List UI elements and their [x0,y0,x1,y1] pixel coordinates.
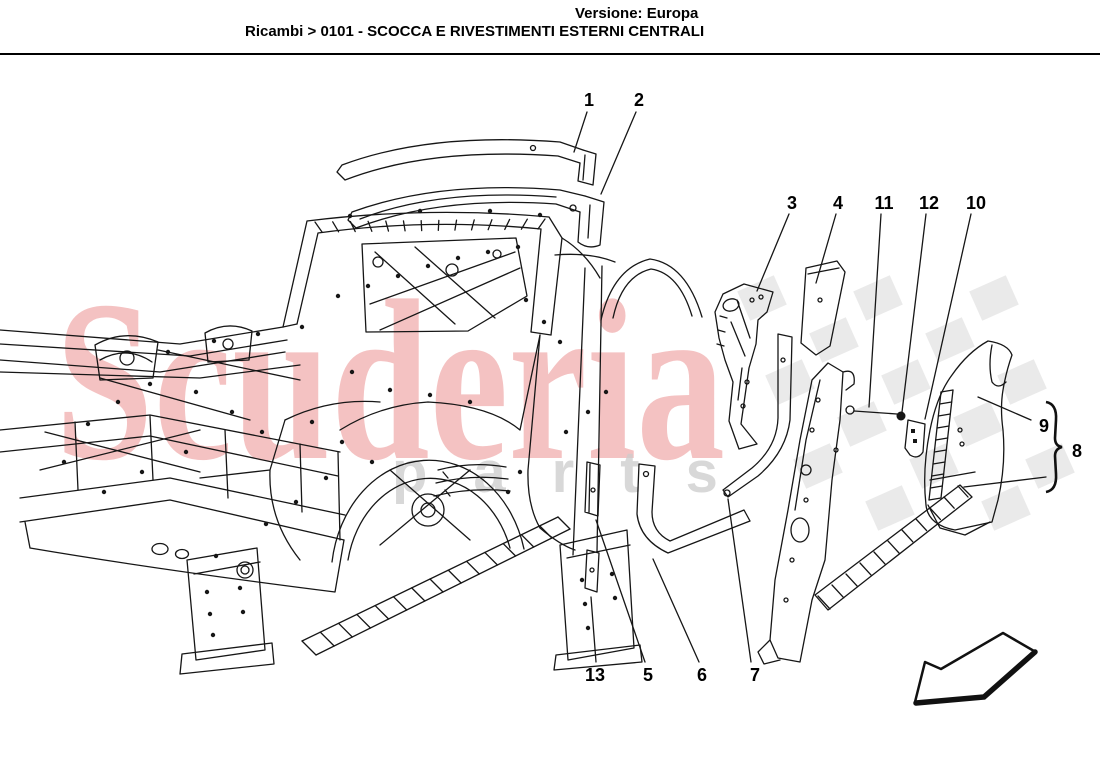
nut-part-12 [896,411,906,421]
callout-1: 1 [584,90,594,110]
chassis-rivet-dots [61,208,618,638]
a-pillar-reinforcement-part-3 [714,283,774,450]
sill-strip-part-5 [584,461,601,517]
windshield-trim-part-2 [347,187,605,248]
leader-lines [573,111,1047,663]
door-edge-trim-part-7 [722,333,793,498]
direction-arrow [913,631,1038,706]
callout-2: 2 [634,90,644,110]
callout-6: 6 [697,665,707,685]
callout-7: 7 [750,665,760,685]
callout-10: 10 [966,193,986,213]
callout-9: 9 [1039,416,1049,436]
callout-12: 12 [919,193,939,213]
group-brace-8 [1045,400,1063,494]
b-pillar-assembly [757,362,973,665]
header-divider [0,53,1100,55]
callout-8: 8 [1072,441,1082,461]
callout-5: 5 [643,665,653,685]
callout-13: 13 [585,665,605,685]
body-shell-drawing [0,211,703,675]
breadcrumb: Ricambi > 0101 - SCOCCA E RIVESTIMENTI E… [245,23,705,40]
checkered-flag-watermark [737,275,1075,531]
callout-3: 3 [787,193,797,213]
quarter-trim-part-4 [800,260,846,356]
door-frame-part-6 [636,463,751,554]
version-label: Versione: Europa [575,5,699,22]
callout-4: 4 [833,193,843,213]
screw-part-11 [845,405,898,415]
bracket-part-10 [904,419,926,458]
sill-strip-part-13 [584,549,600,593]
brand-watermark: Scuderia [55,253,725,508]
hatch-ticks [301,218,969,656]
windshield-trim-part-1 [336,139,597,186]
callout-11: 11 [874,193,893,213]
brand-suffix-watermark: parts [392,440,764,505]
